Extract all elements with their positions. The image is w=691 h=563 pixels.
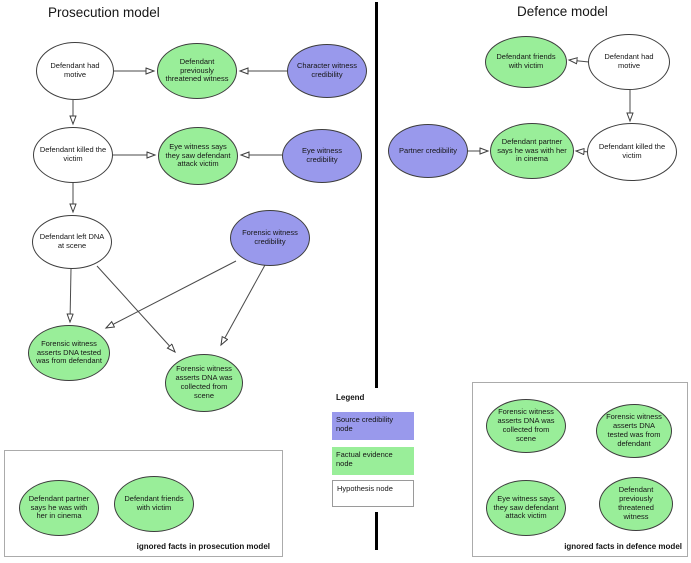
- edge-forensiccred-to-dnatested: [106, 260, 237, 328]
- node-pros-eye-witness-cred: Eye witness credibility: [282, 129, 362, 183]
- defence-model-title: Defence model: [517, 4, 608, 19]
- prosecution-model-title: Prosecution model: [48, 5, 160, 20]
- node-pros-previously-threatened: Defendant previously threatened witness: [157, 43, 237, 99]
- node-pros-eye-witness-says: Eye witness says they saw defendant atta…: [158, 127, 238, 185]
- node-def-partner-credibility: Partner credibility: [388, 124, 468, 178]
- ignored-facts-defence-box: Forensic witness asserts DNA was collect…: [472, 382, 688, 557]
- node-def-defendant-had-motive: Defendant had motive: [588, 34, 670, 90]
- node-pros-defendant-killed-victim: Defendant killed the victim: [33, 127, 113, 183]
- legend-source-credibility-swatch: Source credibility node: [332, 412, 414, 440]
- node-ignored-def-dna-tested: Forensic witness asserts DNA tested was …: [596, 404, 672, 458]
- node-pros-dna-tested-from-defendant: Forensic witness asserts DNA tested was …: [28, 325, 110, 381]
- model-divider-line: [375, 2, 378, 550]
- node-pros-forensic-witness-cred: Forensic witness credibility: [230, 210, 310, 266]
- legend-title: Legend: [336, 393, 365, 402]
- edge-forensiccred-to-dnacollected: [221, 264, 266, 345]
- node-ignored-pros-friends: Defendant friends with victim: [114, 476, 194, 532]
- node-pros-defendant-left-dna: Defendant left DNA at scene: [32, 215, 112, 269]
- node-ignored-def-threatened: Defendant previously threatened witness: [599, 477, 673, 531]
- ignored-prosecution-caption: ignored facts in prosecution model: [136, 542, 270, 551]
- legend-hypothesis-swatch: Hypothesis node: [332, 480, 414, 507]
- edge-leftdna-to-dnacollected: [96, 265, 175, 352]
- node-pros-character-witness-cred: Character witness credibility: [287, 44, 367, 98]
- legend: Legend Source credibility node Factual e…: [328, 388, 418, 512]
- legend-factual-evidence-swatch: Factual evidence node: [332, 447, 414, 475]
- node-def-defendant-killed-victim: Defendant killed the victim: [587, 123, 677, 181]
- node-def-partner-says-cinema: Defendant partner says he was with her i…: [490, 123, 574, 179]
- node-def-friends-with-victim: Defendant friends with victim: [485, 36, 567, 88]
- ignored-defence-caption: ignored facts in defence model: [564, 542, 682, 551]
- edge-defmotive-to-friends: [569, 60, 590, 62]
- node-ignored-def-dna-collected: Forensic witness asserts DNA was collect…: [486, 399, 566, 453]
- node-ignored-def-eye-says: Eye witness says they saw defendant atta…: [486, 480, 566, 536]
- edge-leftdna-to-dnatested: [70, 268, 71, 322]
- node-ignored-pros-partner-says: Defendant partner says he was with her i…: [19, 480, 99, 536]
- node-pros-dna-collected-from-scene: Forensic witness asserts DNA was collect…: [165, 354, 243, 412]
- ignored-facts-prosecution-box: Defendant partner says he was with her i…: [4, 450, 283, 557]
- node-pros-defendant-had-motive: Defendant had motive: [36, 42, 114, 100]
